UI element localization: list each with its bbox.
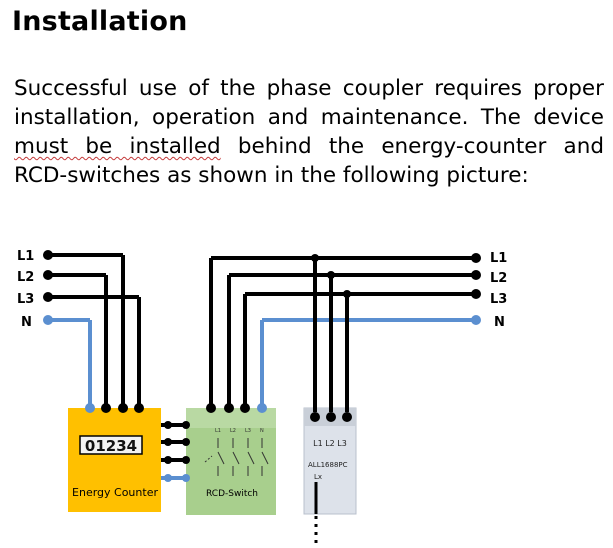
energy-counter-display: 01234 — [85, 437, 137, 455]
spellcheck-flagged-phrase: must be installed — [14, 134, 221, 159]
right-label-l2: L2 — [490, 271, 507, 286]
right-label-n: N — [494, 315, 505, 330]
paragraph-line-1: Successful use of the phase coupler requ… — [14, 76, 604, 101]
paragraph-line-3: must be installed behind the energy-coun… — [14, 132, 604, 161]
terminal-dot — [43, 270, 53, 280]
rcd-switch-label: RCD-Switch — [206, 489, 258, 499]
paragraph-line-4: RCD-switches as shown in the following p… — [14, 163, 529, 188]
energy-counter-top-terminals — [85, 403, 144, 413]
paragraph-line-2: installation, operation and maintenance.… — [14, 105, 604, 130]
rcd-internal-schematic — [204, 438, 269, 476]
left-label-n: N — [21, 315, 32, 330]
rcd-switch-header — [186, 408, 276, 428]
rcd-terminal-label: L2 — [230, 428, 236, 434]
terminal-dot — [43, 315, 53, 325]
rcd-terminal-label: L3 — [245, 428, 251, 434]
terminal-dot — [471, 253, 481, 263]
energy-counter-label: Energy Counter — [72, 486, 158, 499]
rcd-terminal-label: N — [260, 428, 264, 434]
right-label-l3: L3 — [490, 292, 507, 307]
right-label-l1: L1 — [490, 251, 507, 266]
coupler-output-label: Lx — [314, 473, 322, 481]
terminal-dot — [43, 292, 53, 302]
terminal-dot — [471, 270, 481, 280]
rcd-top-terminals — [206, 403, 267, 413]
terminal-dot — [471, 315, 481, 325]
energy-counter-box — [68, 408, 161, 512]
left-label-l2: L2 — [17, 270, 34, 285]
page-title: Installation — [12, 6, 188, 37]
body-paragraph: Successful use of the phase coupler requ… — [14, 74, 604, 190]
coupler-terminals — [310, 412, 352, 422]
counter-to-rcd-wires — [161, 421, 190, 482]
left-label-l3: L3 — [17, 292, 34, 307]
terminal-dot — [471, 289, 481, 299]
terminal-dot — [43, 250, 53, 260]
paragraph-line-3-rest: behind the energy-counter and — [220, 134, 604, 159]
left-label-l1: L1 — [17, 249, 34, 264]
right-wires — [209, 253, 481, 412]
rcd-terminal-label: L1 — [215, 428, 221, 434]
coupler-model: ALL1688PC — [308, 461, 348, 469]
coupler-terminal-labels: L1 L2 L3 — [313, 439, 347, 448]
left-wires — [43, 250, 141, 408]
